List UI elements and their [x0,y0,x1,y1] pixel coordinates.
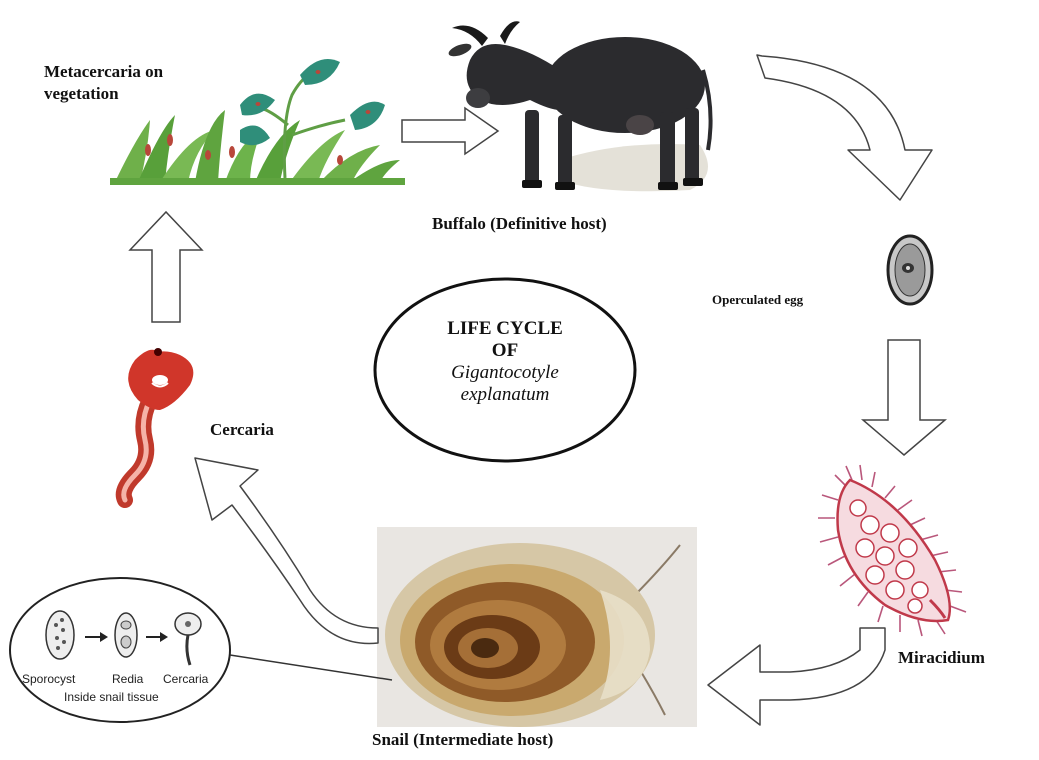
center-title-line1: LIFE CYCLE [380,318,630,340]
arrow-vegetation-to-buffalo [402,108,498,154]
inset-label-cercaria: Cercaria [163,672,208,686]
cercaria-illustration [124,348,194,500]
metacercaria-label-line2: vegetation [44,84,119,104]
buffalo-label: Buffalo (Definitive host) [432,214,607,234]
snail-label: Snail (Intermediate host) [372,730,553,750]
cercaria-label: Cercaria [210,420,274,440]
arrow-buffalo-to-egg [757,55,932,200]
miracidium-label: Miracidium [898,648,985,668]
arrow-cercaria-to-vegetation [130,212,202,322]
operculated-egg-illustration [888,236,932,304]
inset-caption: Inside snail tissue [64,690,159,704]
center-title-line2: OF [380,340,630,362]
center-title-line3: Gigantocotyle [380,362,630,384]
sporocyst-icon [46,611,74,659]
miracidium-illustration [818,465,966,636]
egg-label: Operculated egg [712,292,803,308]
center-title-line4: explanatum [380,384,630,406]
buffalo-illustration [447,21,711,191]
arrow-miracidium-to-snail [708,628,885,725]
metacercaria-label-line1: Metacercaria on [44,62,163,82]
arrow-egg-to-miracidium [863,340,945,455]
redia-icon [115,613,137,657]
center-title: LIFE CYCLE OF Gigantocotyle explanatum [380,318,630,406]
inset-label-redia: Redia [112,672,143,686]
arrow-snail-to-cercaria [195,458,378,643]
inset-label-sporocyst: Sporocyst [22,672,75,686]
snail-illustration [377,527,697,727]
